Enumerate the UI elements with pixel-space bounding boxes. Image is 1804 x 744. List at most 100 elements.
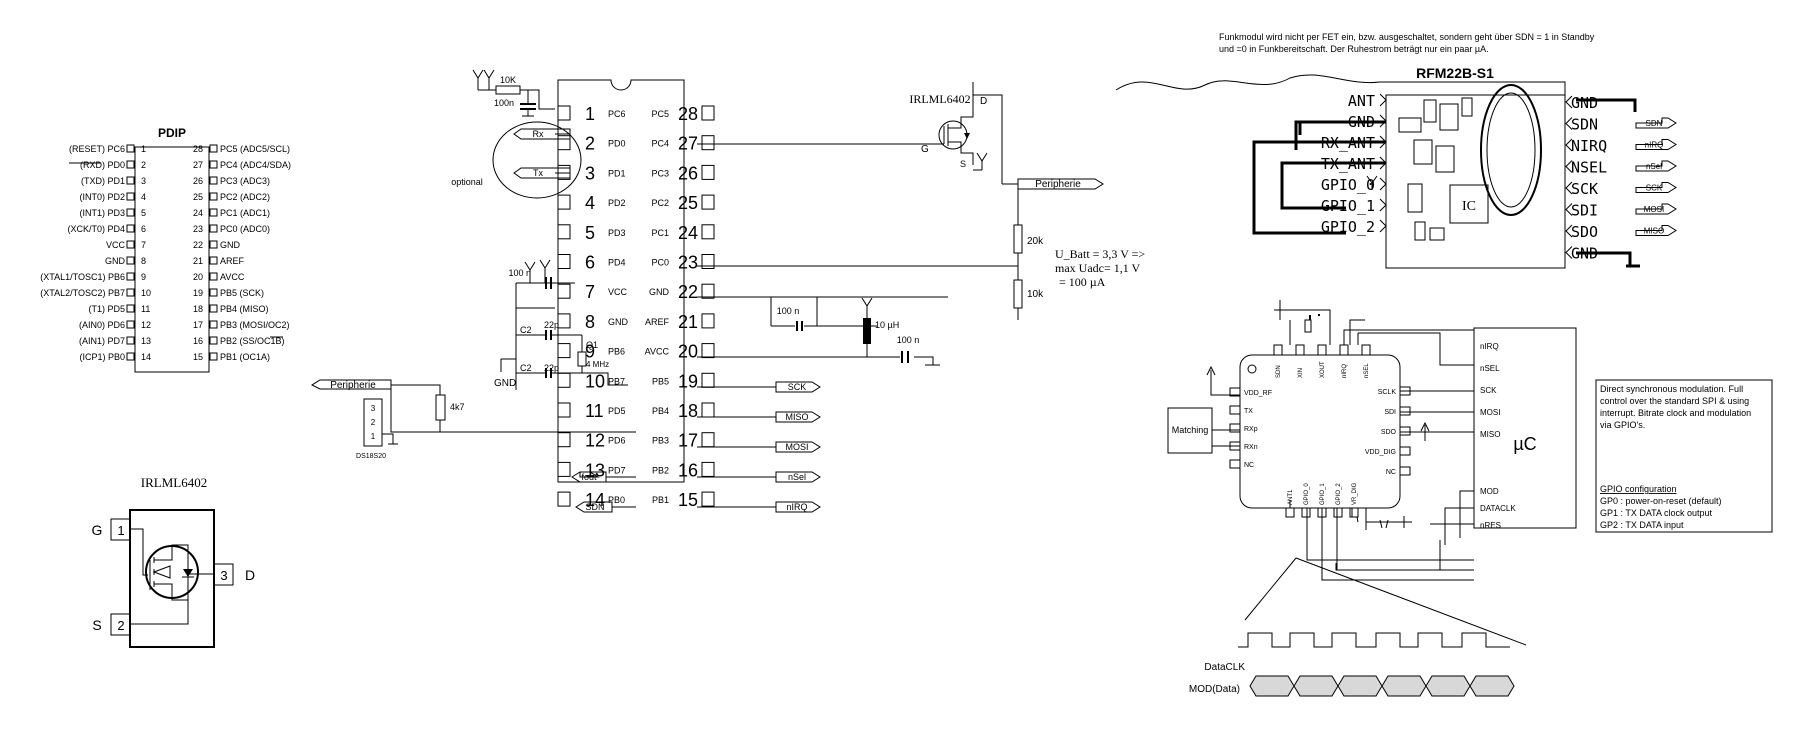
- uc-bottom-label: MOD: [1480, 487, 1499, 496]
- tag-fout: fout: [581, 472, 597, 482]
- mcu-pin-name-left: PD6: [608, 436, 626, 446]
- pdip-left-num: 9: [141, 272, 146, 282]
- mcu-pin-box-right: [701, 491, 715, 507]
- inductor-10uh: [863, 318, 871, 344]
- mcu-pin-box-left: [557, 254, 571, 269]
- pdip-left-label: VCC: [106, 240, 126, 250]
- pdip-pin-right-26: [209, 176, 218, 185]
- pdip-left-label: (AIN1) PD7: [79, 336, 125, 346]
- rfm-ic: [1449, 184, 1489, 224]
- pdip-pin-left-13: [126, 336, 135, 345]
- reset-network: 10K 100n: [472, 69, 555, 117]
- mcu-pin-num-left: 9: [585, 342, 595, 362]
- pdip-right-label: PC5 (ADC5/SCL): [220, 144, 290, 154]
- block-left-pin: RXp: [1244, 426, 1258, 433]
- pdip-pin-right-25: [209, 192, 218, 201]
- desc-line4: via GPIO's.: [1600, 420, 1645, 430]
- pdip-pin-left-10: [126, 288, 135, 297]
- fet-s-label: S: [960, 159, 966, 169]
- mcu-pin-num-right: 17: [678, 431, 698, 451]
- block-right-pin: SDI: [1384, 409, 1396, 416]
- mcu-pin-name-right: PB1: [652, 495, 669, 505]
- mcu-pin-num-left: 14: [585, 490, 605, 510]
- mcu-pin-box-right: [701, 194, 715, 210]
- mcu-pin-name-left: PD0: [608, 139, 626, 149]
- block-bottom-pin: GPIO_1: [1320, 483, 1326, 505]
- irlml-top-label: IRLML6402: [909, 92, 970, 106]
- moddata-symbol: [1337, 675, 1383, 697]
- uc-signal-label: SCK: [1480, 386, 1497, 395]
- moddata-symbol: [1425, 675, 1471, 697]
- pdip-pin-left-3: [126, 176, 135, 185]
- pdip-pin-left-11: [126, 304, 135, 313]
- vcc-arrow-icon: [472, 69, 495, 90]
- uc-box: [1473, 327, 1577, 529]
- tag-miso: MISO: [785, 412, 808, 422]
- pdip-right-num: 22: [193, 240, 203, 250]
- c2-label-b: C2: [520, 363, 532, 373]
- pdip-right-num: 17: [193, 320, 203, 330]
- r10k-label: 10K: [500, 75, 516, 85]
- pdip-pin-right-27: [209, 160, 218, 169]
- pdip-left-label: (INT1) PD3: [79, 208, 125, 218]
- pdip-right-label: PC2 (ADC2): [220, 192, 270, 202]
- pdip-pin-right-15: [209, 352, 218, 361]
- rfm-right-pin: SCK: [1571, 180, 1598, 198]
- moddata-symbol: [1293, 675, 1339, 697]
- rfm-note-line1: Funkmodul wird nicht per FET ein, bzw. a…: [1219, 32, 1595, 42]
- rfm-signal-tag: [1635, 117, 1677, 129]
- rfm-crystal: [1480, 84, 1542, 216]
- fet-g-label: G: [921, 144, 929, 155]
- mcu-pin-num-left: 10: [585, 371, 605, 391]
- rfm-right-pins: GNDSDNNIRQNSELSCKSDISDOGNDSDNnIRQnSelSCK…: [1565, 94, 1677, 263]
- mcu-pin-box-left: [557, 194, 571, 210]
- moddata-label: MOD(Data): [1189, 684, 1240, 695]
- block-right-pin: NC: [1386, 469, 1396, 476]
- rfm-signal-tag: [1635, 182, 1677, 193]
- ds18s20-label: DS18S20: [356, 453, 386, 460]
- pdip-pin-left-2: [126, 160, 135, 169]
- moddata-symbol: [1469, 675, 1515, 697]
- mcu-pin-num-left: 1: [585, 104, 595, 124]
- block-right-pin: SDO: [1381, 429, 1397, 436]
- cap-100n-aref: [796, 321, 803, 331]
- uc-bottom-label: DATACLK: [1480, 504, 1516, 513]
- mcu-pin-box-left: [557, 491, 571, 507]
- pdip-pin-right-17: [209, 320, 218, 329]
- pdip-right-label: AREF: [220, 256, 245, 266]
- pdip-pin-right-18: [209, 304, 218, 313]
- optional-serial-header: Rx Tx optional: [451, 121, 582, 199]
- cap-100n-avcc: [901, 351, 909, 363]
- mcu-pin-name-left: PD7: [608, 465, 626, 475]
- mcu-pin-box-left: [557, 105, 571, 121]
- uc-signal-label: MISO: [1480, 430, 1500, 439]
- pdip-right-num: 24: [193, 208, 203, 218]
- block-bottom-pin: GPIO_0: [1304, 483, 1310, 505]
- mcu-body: [557, 79, 685, 483]
- rfm-left-pin: ANT: [1348, 92, 1375, 110]
- block-left-pin: RXn: [1244, 444, 1258, 451]
- pdip-left-num: 5: [141, 208, 146, 218]
- rfm-signal-tag: [1635, 160, 1677, 172]
- mcu-pin-box-right: [701, 313, 715, 329]
- pdip-right-label: PC3 (ADC3): [220, 176, 270, 186]
- mcu-pin-name-left: PD1: [608, 168, 626, 178]
- mcu-pin-num-right: 26: [678, 163, 698, 183]
- pdip-right-num: 21: [193, 256, 203, 266]
- block-left-pin: NC: [1244, 462, 1254, 469]
- mcu-pin-box-left: [557, 402, 571, 418]
- mcu-pin-box-left: [557, 313, 571, 329]
- package-g-label: G: [92, 522, 103, 538]
- block-left-pin: TX: [1244, 408, 1253, 415]
- cap-22p-a: [545, 330, 552, 340]
- pdip-pin-left-5: [126, 208, 135, 217]
- pdip-right-label: PC0 (ADC0): [220, 224, 270, 234]
- pdip-left-num: 11: [141, 304, 150, 314]
- package-pin2-num: 2: [117, 618, 124, 633]
- q1-freq-label: 4 MHz: [586, 360, 609, 369]
- mcu-pin-num-right: 21: [678, 312, 698, 332]
